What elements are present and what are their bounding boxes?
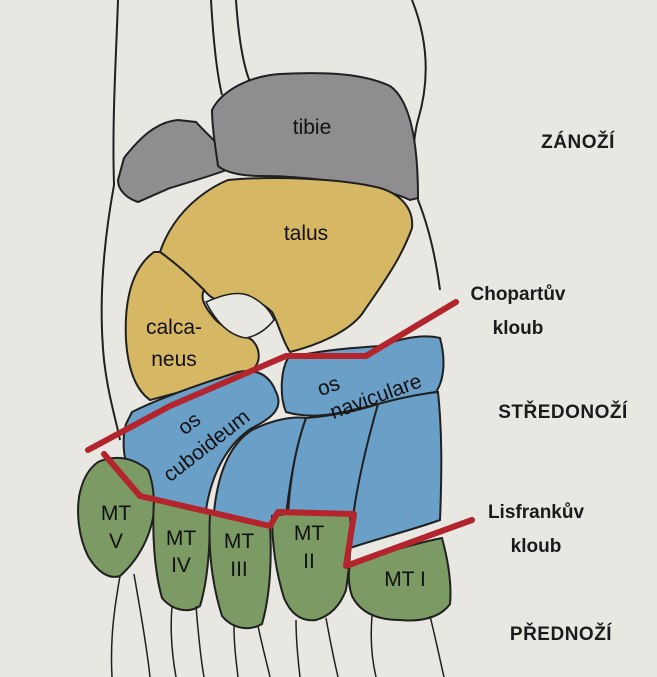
tibia-label: tibie — [293, 116, 332, 139]
region-midfoot-label: STŘEDONOŽÍ — [498, 401, 628, 423]
mt5-label-line2: V — [109, 530, 123, 553]
mt2-label-line1: MT — [294, 522, 324, 545]
mt2-label-line2: II — [303, 550, 315, 573]
mt3-label-line2: III — [230, 558, 248, 581]
chopart-joint-label-line1: Chopartův — [471, 284, 566, 305]
region-forefoot-label: PŘEDNOŽÍ — [510, 623, 612, 645]
mt5-label-line1: MT — [101, 502, 131, 525]
chopart-joint-label-line2: kloub — [493, 318, 544, 339]
mt4-label-line1: MT — [166, 527, 196, 550]
mt3-label-line1: MT — [224, 530, 254, 553]
lisfranc-joint-label-line2: kloub — [511, 536, 562, 557]
mt4-label-line2: IV — [171, 554, 191, 577]
calcaneus-label-line1: calca- — [146, 316, 202, 339]
lisfranc-joint-label-line1: Lisfrankův — [488, 502, 585, 523]
region-hindfoot-label: ZÁNOŽÍ — [541, 131, 615, 153]
mt1-label: MT I — [384, 568, 426, 591]
talus-label: talus — [284, 222, 328, 245]
calcaneus-label-line2: neus — [151, 348, 197, 371]
